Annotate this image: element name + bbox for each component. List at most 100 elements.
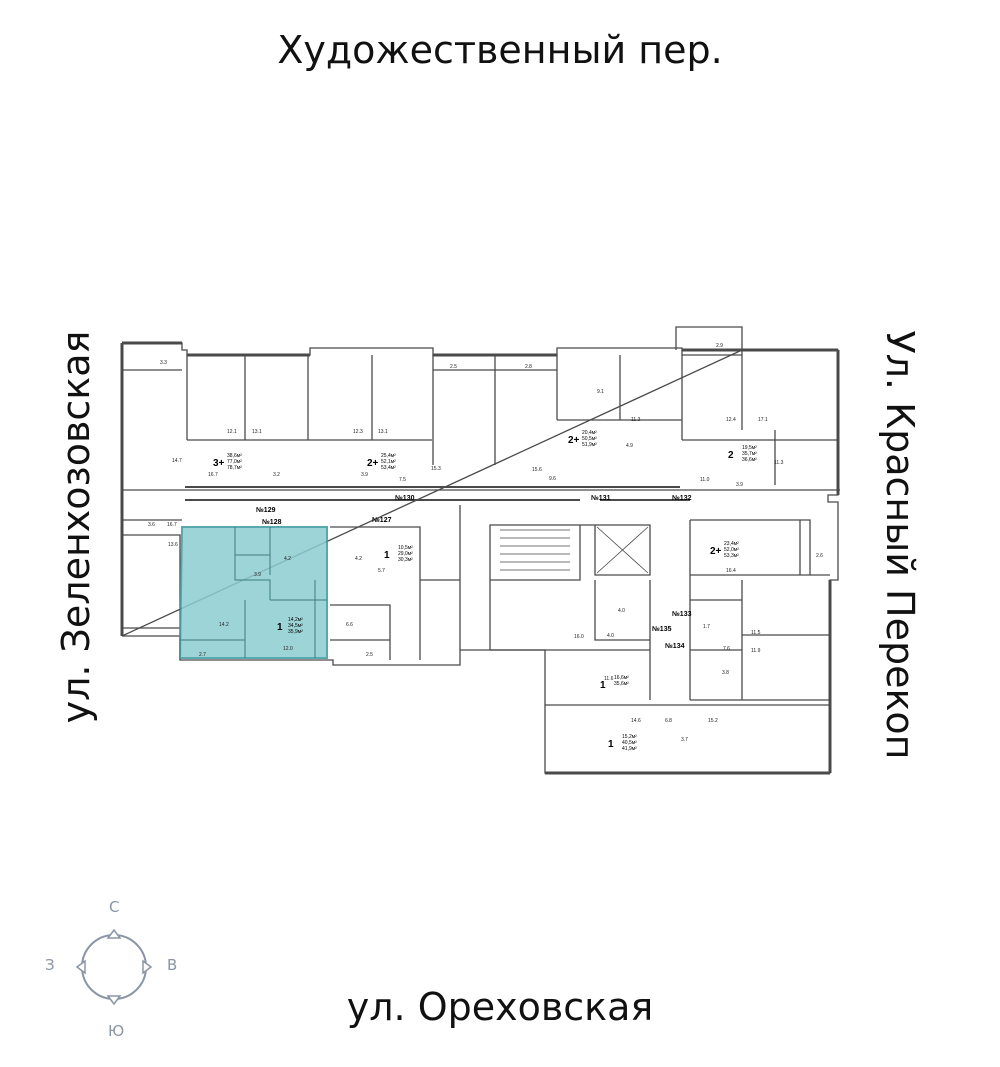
room-area: 3.9 (736, 482, 743, 488)
unit-number: №133 (672, 610, 692, 618)
room-area: 16.0 (574, 634, 584, 640)
room-area: 15.6 (532, 467, 542, 473)
room-area: 12.1 (227, 429, 237, 435)
apartment-area-living: 23,4м² (724, 541, 739, 547)
room-area: 2.7 (199, 652, 206, 658)
room-area: 12.0 (283, 646, 293, 652)
highlighted-balcony: 35,9м² (288, 629, 303, 635)
apartment-area-balcony: 51,9м² (582, 442, 597, 448)
apartment-area-total: 40,5м² (622, 740, 637, 746)
apartment-rooms: 1 (608, 739, 614, 750)
highlighted-living: 14,2м² (288, 617, 303, 623)
compass-circle (81, 934, 147, 1000)
room-area: 9.6 (549, 476, 556, 482)
apartment-area-living: 25,4м² (381, 453, 396, 459)
apartment-area-living: 20,4м² (582, 430, 597, 436)
room-area: 11.5 (751, 630, 761, 636)
room-area: 11.6 (604, 676, 614, 682)
room-area: 3.6 (148, 522, 155, 528)
room-area: 4.0 (618, 608, 625, 614)
unit-number: №130 (395, 494, 415, 502)
room-area: 7.6 (723, 646, 730, 652)
room-area: 12.3 (353, 429, 363, 435)
unit-number: №135 (652, 625, 672, 633)
highlighted-rooms: 1 (277, 622, 283, 633)
apartment-area-living: 16,6м² (614, 675, 629, 681)
room-area: 6.6 (346, 622, 353, 628)
unit-number: №129 (256, 506, 276, 514)
room-area: 1.7 (703, 624, 710, 630)
unit-number: №128 (262, 518, 282, 526)
room-area: 3.8 (722, 670, 729, 676)
apartment-rooms: 2+ (367, 458, 379, 469)
compass-rose (75, 928, 153, 1006)
apartment-area-total: 50,5м² (582, 436, 597, 442)
apartment-area-total: 29,0м² (398, 551, 413, 557)
unit-number: №127 (372, 516, 392, 524)
room-area: 15.3 (431, 466, 441, 472)
apartment-area-total: 52,0м² (724, 547, 739, 553)
apartment-area-balcony: 78,7м² (227, 465, 242, 471)
room-area: 14.2 (219, 622, 229, 628)
room-area: 4.2 (355, 556, 362, 562)
room-area: 3.9 (361, 472, 368, 478)
highlighted-apartment-label: 1 14,2м² 34,5м² 35,9м² (277, 617, 303, 635)
apartment-area-balcony: 53,3м² (724, 553, 739, 559)
highlighted-apartment-fill (178, 526, 328, 659)
apartment-area-living: 19,5м² (742, 445, 757, 451)
room-area: 11.0 (700, 477, 710, 483)
room-area: 3.9 (254, 572, 261, 578)
room-area: 16.4 (726, 568, 736, 574)
apartment-area-balcony: 53,4м² (381, 465, 396, 471)
apartment-rooms: 2 (728, 450, 734, 461)
room-area: 2.6 (816, 553, 823, 559)
apartment-area-balcony: 30,3м² (398, 557, 413, 563)
apartment-area-living: 38,6м² (227, 453, 242, 459)
apartment-area-total: 35,7м² (742, 451, 757, 457)
street-label-top: Художественный пер. (277, 28, 723, 72)
compass-south: Ю (108, 1022, 125, 1040)
room-area: 2.8 (525, 364, 532, 370)
room-area: 14.6 (631, 718, 641, 724)
room-area: 11.9 (751, 648, 761, 654)
room-area: 3.3 (160, 360, 167, 366)
room-area: 13.1 (378, 429, 388, 435)
apartment-rooms: 1 (384, 550, 390, 561)
apartment-area-total: 77,0м² (227, 459, 242, 465)
apartment-area-living: 10,5м² (398, 545, 413, 551)
compass-north: С (109, 898, 120, 916)
room-area: 2.5 (450, 364, 457, 370)
room-area: 6.8 (665, 718, 672, 724)
apartment-rooms: 2+ (710, 546, 722, 557)
apartment-area-living: 15,2м² (622, 734, 637, 740)
room-area: 4.2 (284, 556, 291, 562)
room-area: 4.0 (607, 633, 614, 639)
room-area: 15.2 (708, 718, 718, 724)
unit-number: №134 (665, 642, 685, 650)
room-area: 9.1 (597, 389, 604, 395)
apartment-area-balcony: 41,9м² (622, 746, 637, 752)
room-area: 5.7 (378, 568, 385, 574)
street-label-bottom: ул. Ореховская (346, 985, 654, 1029)
room-area: 13.6 (168, 542, 178, 548)
room-area: 2.5 (366, 652, 373, 658)
room-area: 3.2 (273, 472, 280, 478)
unit-number: №132 (672, 494, 692, 502)
room-area: 7.5 (399, 477, 406, 483)
highlighted-total: 34,5м² (288, 623, 303, 629)
room-area: 4.9 (626, 443, 633, 449)
apartment-area-total: 35,6м² (614, 681, 629, 687)
apartment-area-balcony: 36,6м² (742, 457, 757, 463)
room-area: 2.9 (716, 343, 723, 349)
apartment-rooms: 1 (600, 680, 606, 691)
room-area: 12.4 (726, 417, 736, 423)
room-area: 11.3 (774, 460, 784, 466)
room-area: 3.7 (681, 737, 688, 743)
room-area: 11.3 (631, 417, 641, 423)
room-area: 14.7 (172, 458, 182, 464)
room-area: 16.7 (208, 472, 218, 478)
